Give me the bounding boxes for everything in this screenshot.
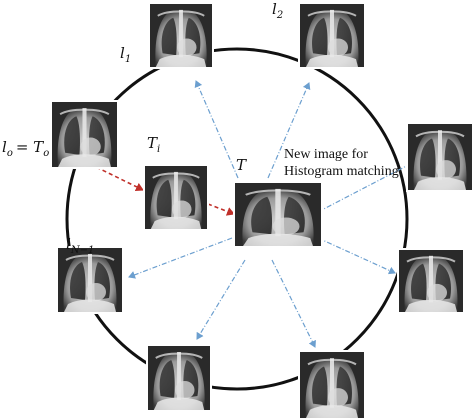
xray-images [50,2,472,418]
xray-image-lower-right [397,248,465,314]
arrow-to-l1 [194,80,239,179]
xray-image-ti [143,164,209,231]
arrow-to-bottom-left [196,259,246,340]
label-ln-minus-1: lN−1 [66,235,94,256]
label-t: T [236,156,247,174]
xray-image-l2 [298,2,366,69]
xray-image-bottom-left [146,344,212,412]
new-image-caption-line2: Histogram matching [284,164,399,179]
xray-image-t [233,181,323,248]
label-l1: l1 [120,44,131,65]
matching-circle [65,47,409,391]
label-ti: Ti [147,134,160,155]
xray-image-right [406,122,472,192]
arrow-to-lower-right [317,237,396,275]
arrow-to-ln [128,237,233,279]
arrow-to-l2 [267,82,311,179]
arrow-to-bottom-right [271,259,316,348]
xray-image-lo [50,100,119,169]
label-l2: l2 [272,0,283,21]
arrow-ti-to-t [207,203,235,216]
xray-image-ln-minus-1 [56,246,124,314]
blue-arrows [128,80,415,348]
arrow-to-right [317,161,415,213]
xray-image-l1 [148,2,214,69]
new-image-caption-line1: New image for [284,147,368,162]
new-image-caption: New image for Histogram matching [284,147,399,179]
xray-image-bottom-right [298,350,366,418]
label-lo: lo= To [2,138,49,159]
